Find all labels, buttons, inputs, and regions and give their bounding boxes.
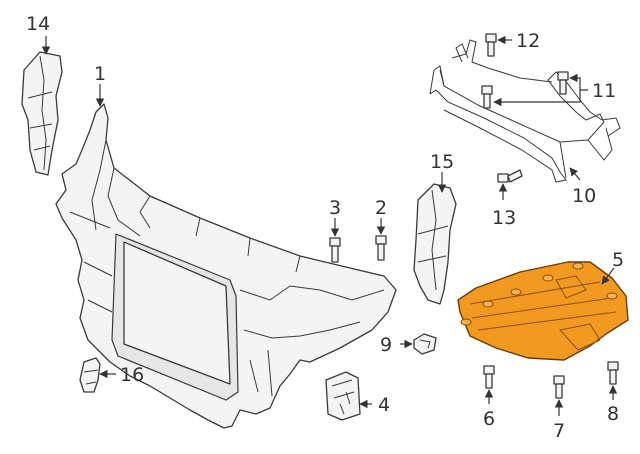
callout-9: 9 bbox=[380, 334, 392, 356]
bolt-8 bbox=[607, 361, 619, 385]
callout-2: 2 bbox=[375, 197, 387, 219]
callout-1: 1 bbox=[94, 63, 106, 85]
leader-11b bbox=[493, 90, 581, 107]
callout-6: 6 bbox=[483, 408, 495, 430]
callout-12: 12 bbox=[516, 30, 540, 52]
bolt-3 bbox=[329, 237, 341, 263]
bolt-11a bbox=[557, 71, 569, 95]
part-15-right-bracket bbox=[413, 183, 457, 305]
leader-5 bbox=[601, 267, 615, 285]
part-1-radiator-support bbox=[55, 103, 397, 429]
callout-16: 16 bbox=[120, 364, 144, 386]
callout-3: 3 bbox=[329, 197, 341, 219]
part-10-frame bbox=[429, 39, 621, 183]
callout-15: 15 bbox=[430, 151, 454, 173]
callout-7: 7 bbox=[553, 420, 565, 442]
part-5-splash-shield bbox=[457, 261, 629, 361]
leader-10 bbox=[569, 167, 581, 181]
leader-lines bbox=[41, 35, 618, 416]
part-14-left-bracket bbox=[21, 51, 63, 176]
bolt-11b bbox=[481, 85, 493, 109]
part-4-bracket bbox=[325, 371, 361, 421]
callout-8: 8 bbox=[607, 403, 619, 425]
part-16-clip bbox=[79, 357, 101, 393]
bolt-13 bbox=[497, 169, 523, 183]
callout-13: 13 bbox=[492, 207, 516, 229]
bolt-2 bbox=[375, 235, 387, 261]
bolt-6 bbox=[483, 365, 495, 389]
callout-labels: 14 1 3 2 15 12 11 10 13 5 9 4 16 6 7 8 bbox=[26, 13, 624, 442]
bolt-12 bbox=[485, 33, 497, 57]
callout-4: 4 bbox=[378, 394, 390, 416]
callout-10: 10 bbox=[572, 185, 596, 207]
callout-5: 5 bbox=[612, 249, 624, 271]
bolt-7 bbox=[553, 375, 565, 399]
callout-14: 14 bbox=[26, 13, 50, 35]
callout-11: 11 bbox=[592, 80, 616, 102]
leader-11 bbox=[569, 73, 588, 91]
part-9-clip bbox=[413, 333, 437, 355]
